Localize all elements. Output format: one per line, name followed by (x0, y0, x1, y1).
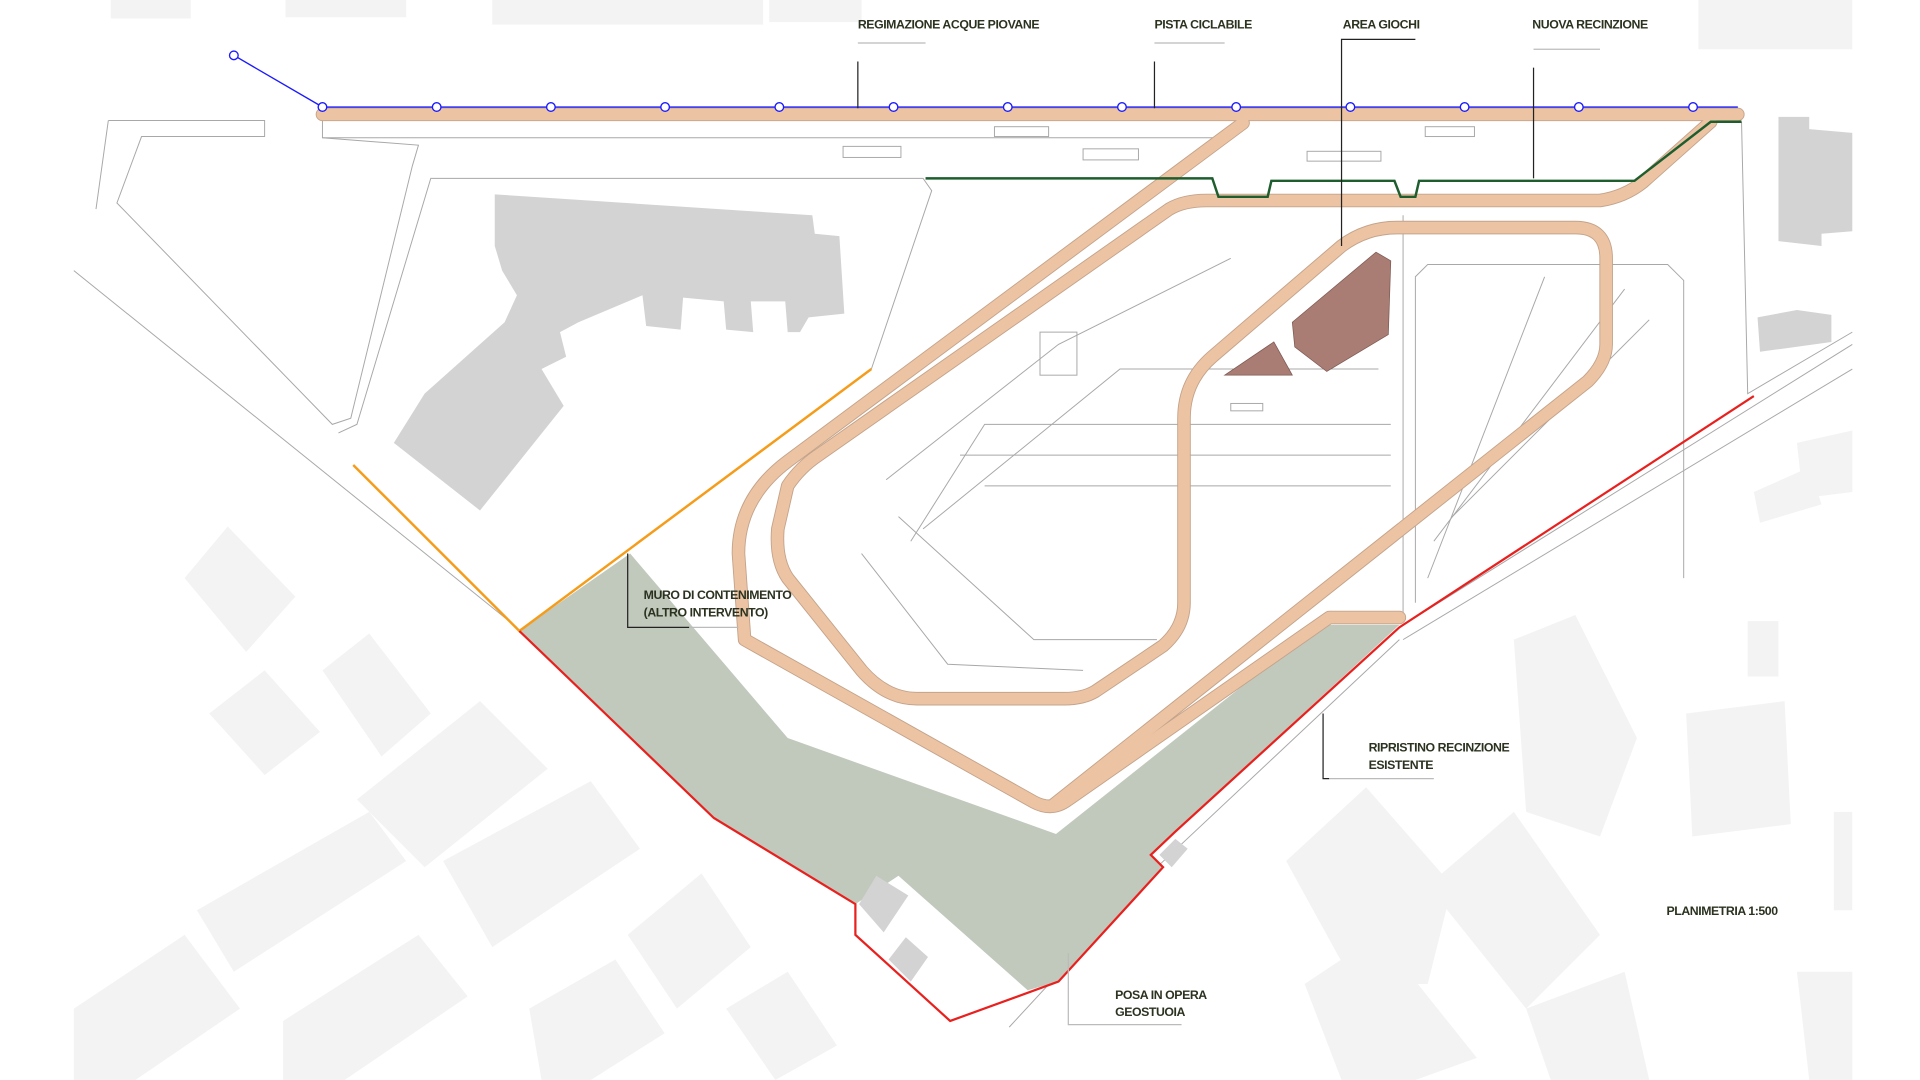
label-cycle-path: PISTA CICLABILE (1154, 17, 1252, 31)
manhole-icon (1002, 102, 1013, 112)
manhole-icon (1345, 102, 1356, 112)
label-restore-fence: RIPRISTINO RECINZIONE (1369, 741, 1510, 755)
drainage-line (228, 50, 1738, 112)
geomat-area (519, 553, 1400, 991)
manhole-icon (317, 102, 328, 112)
label-retaining-wall-note: (ALTRO INTERVENTO) (644, 605, 768, 619)
manhole-icon (545, 102, 556, 112)
manhole-icon (1459, 102, 1470, 112)
manhole-icon (1116, 102, 1127, 112)
restored-fence (518, 395, 1755, 1023)
manhole-icon (1573, 102, 1584, 112)
label-play-area: AREA GIOCHI (1343, 17, 1420, 31)
scale-label: PLANIMETRIA 1:500 (1666, 904, 1778, 918)
manhole-icon (431, 102, 442, 112)
manhole-icon (1231, 102, 1242, 112)
manhole-icon (888, 102, 899, 112)
cycle-path (315, 107, 1745, 814)
manhole-icon (660, 102, 671, 112)
label-rainwater: REGIMAZIONE ACQUE PIOVANE (858, 17, 1039, 31)
new-fence (925, 120, 1742, 199)
label-new-fence: NUOVA RECINZIONE (1532, 17, 1648, 31)
label-geomat: POSA IN OPERA (1115, 988, 1207, 1002)
context-buildings (73, 0, 1853, 1080)
leader-lines (627, 38, 1600, 1026)
manhole-icon (1688, 102, 1699, 112)
label-geomat-2: GEOSTUOIA (1115, 1005, 1185, 1019)
label-retaining-wall: MURO DI CONTENIMENTO (644, 588, 793, 602)
buildings (393, 116, 1853, 982)
manhole-icon (774, 102, 785, 112)
play-area (1223, 251, 1392, 376)
label-restore-fence-2: ESISTENTE (1369, 758, 1434, 772)
